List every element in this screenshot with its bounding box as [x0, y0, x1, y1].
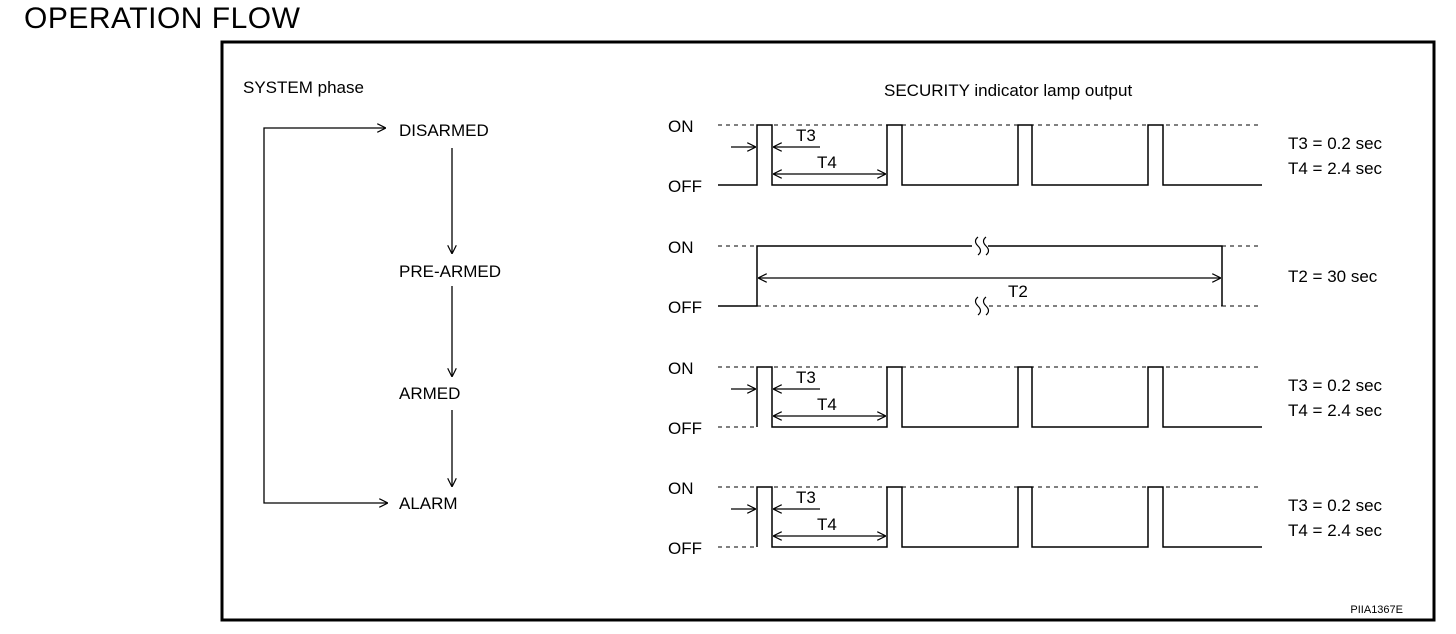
off-label: OFF: [668, 539, 702, 558]
t2-label: T2: [1008, 282, 1028, 301]
t3-note: T3 = 0.2 sec: [1288, 496, 1383, 515]
diagram-frame: [220, 40, 1436, 622]
state-flow: DISARMED PRE-ARMED ARMED ALARM: [263, 121, 501, 513]
t3-label: T3: [796, 488, 816, 507]
lamp-waveform: [756, 366, 1262, 428]
t4-label: T4: [817, 515, 837, 534]
t4-note: T4 = 2.4 sec: [1288, 521, 1383, 540]
figure-id: PIIA1367E: [1350, 604, 1403, 616]
phase-label-alarm: ALARM: [399, 494, 458, 513]
t3-label: T3: [796, 368, 816, 387]
lamp-waveform: [756, 486, 1262, 548]
system-phase-heading: SYSTEM phase: [243, 78, 364, 97]
on-label: ON: [668, 479, 694, 498]
off-label: OFF: [668, 298, 702, 317]
break-mark-off-2: [982, 296, 990, 316]
lamp-output-heading: SECURITY indicator lamp output: [884, 81, 1132, 100]
phase-label-disarmed: DISARMED: [399, 121, 489, 140]
on-label: ON: [668, 359, 694, 378]
on-label: ON: [668, 117, 694, 136]
flow-arrow-alarm-to-disarmed: [263, 128, 387, 503]
phase-label-pre-armed: PRE-ARMED: [399, 262, 501, 281]
t4-note: T4 = 2.4 sec: [1288, 401, 1383, 420]
t3-note: T3 = 0.2 sec: [1288, 134, 1383, 153]
timing-row-pre-armed: ON OFF T2 T2 = 30 sec: [668, 236, 1378, 317]
lamp-waveform: [718, 245, 1223, 307]
phase-label-armed: ARMED: [399, 384, 460, 403]
break-mark-off: [974, 296, 982, 316]
t3-label: T3: [796, 126, 816, 145]
break-mark-on: [974, 236, 982, 256]
break-mark-on-2: [982, 236, 990, 256]
t2-note: T2 = 30 sec: [1288, 267, 1378, 286]
off-label: OFF: [668, 419, 702, 438]
t4-label: T4: [817, 153, 837, 172]
page-title: OPERATION FLOW: [24, 2, 301, 35]
t4-label: T4: [817, 395, 837, 414]
t3-note: T3 = 0.2 sec: [1288, 376, 1383, 395]
on-label: ON: [668, 238, 694, 257]
lamp-waveform: [718, 124, 1262, 186]
off-label: OFF: [668, 177, 702, 196]
t4-note: T4 = 2.4 sec: [1288, 159, 1383, 178]
